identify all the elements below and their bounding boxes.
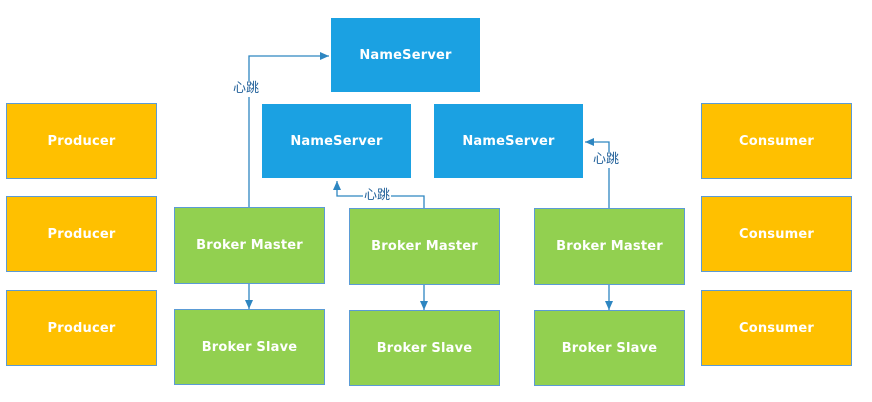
broker-master: Broker Master xyxy=(349,208,500,285)
broker-slave: Broker Slave xyxy=(534,310,685,386)
name-server-middle-right: NameServer xyxy=(434,104,583,178)
broker-master: Broker Master xyxy=(174,207,325,284)
heartbeat-label: 心跳 xyxy=(592,152,621,168)
consumer-box: Consumer xyxy=(701,290,852,366)
name-server-top: NameServer xyxy=(331,18,480,92)
heartbeat-label: 心跳 xyxy=(363,188,392,204)
producer-box: Producer xyxy=(6,196,157,272)
consumer-box: Consumer xyxy=(701,103,852,179)
heartbeat-arrow-1 xyxy=(248,52,329,208)
name-server-middle-left: NameServer xyxy=(262,104,411,178)
broker-slave: Broker Slave xyxy=(174,309,325,385)
broker-slave: Broker Slave xyxy=(349,310,500,386)
producer-box: Producer xyxy=(6,290,157,366)
broker-master: Broker Master xyxy=(534,208,685,285)
consumer-box: Consumer xyxy=(701,196,852,272)
producer-box: Producer xyxy=(6,103,157,179)
heartbeat-arrow-3 xyxy=(585,138,610,208)
heartbeat-label: 心跳 xyxy=(232,81,261,97)
